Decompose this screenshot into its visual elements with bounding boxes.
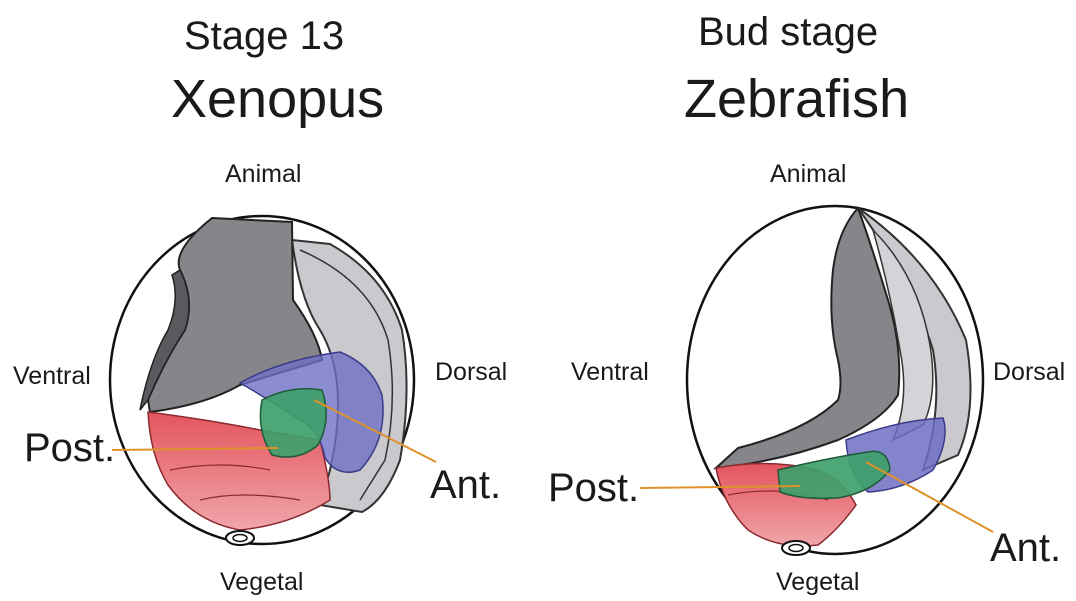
xenopus-axis-animal: Animal — [225, 162, 301, 187]
zebrafish-axis-animal: Animal — [770, 162, 846, 187]
zebrafish-posterior-label: Post. — [548, 468, 639, 508]
zebrafish-axis-ventral: Ventral — [571, 360, 649, 385]
xenopus-axis-ventral: Ventral — [13, 364, 91, 389]
xenopus-posterior-label: Post. — [24, 428, 115, 468]
xenopus-embryo-diagram — [0, 0, 538, 601]
xenopus-overlap-region — [260, 389, 326, 457]
xenopus-axis-dorsal: Dorsal — [435, 360, 507, 385]
zebrafish-panel: Bud stage Zebrafish Animal Ventral Do — [538, 0, 1076, 601]
zebrafish-axis-dorsal: Dorsal — [993, 360, 1065, 385]
xenopus-panel: Stage 13 Xenopus Animal Ventral — [0, 0, 538, 601]
xenopus-blastopore — [226, 531, 254, 545]
zebrafish-axis-vegetal: Vegetal — [776, 570, 859, 595]
xenopus-axis-vegetal: Vegetal — [220, 570, 303, 595]
zebrafish-embryo-diagram — [538, 0, 1076, 601]
xenopus-anterior-label: Ant. — [430, 465, 501, 505]
zebrafish-blastopore — [782, 541, 810, 555]
zebrafish-anterior-label: Ant. — [990, 528, 1061, 568]
